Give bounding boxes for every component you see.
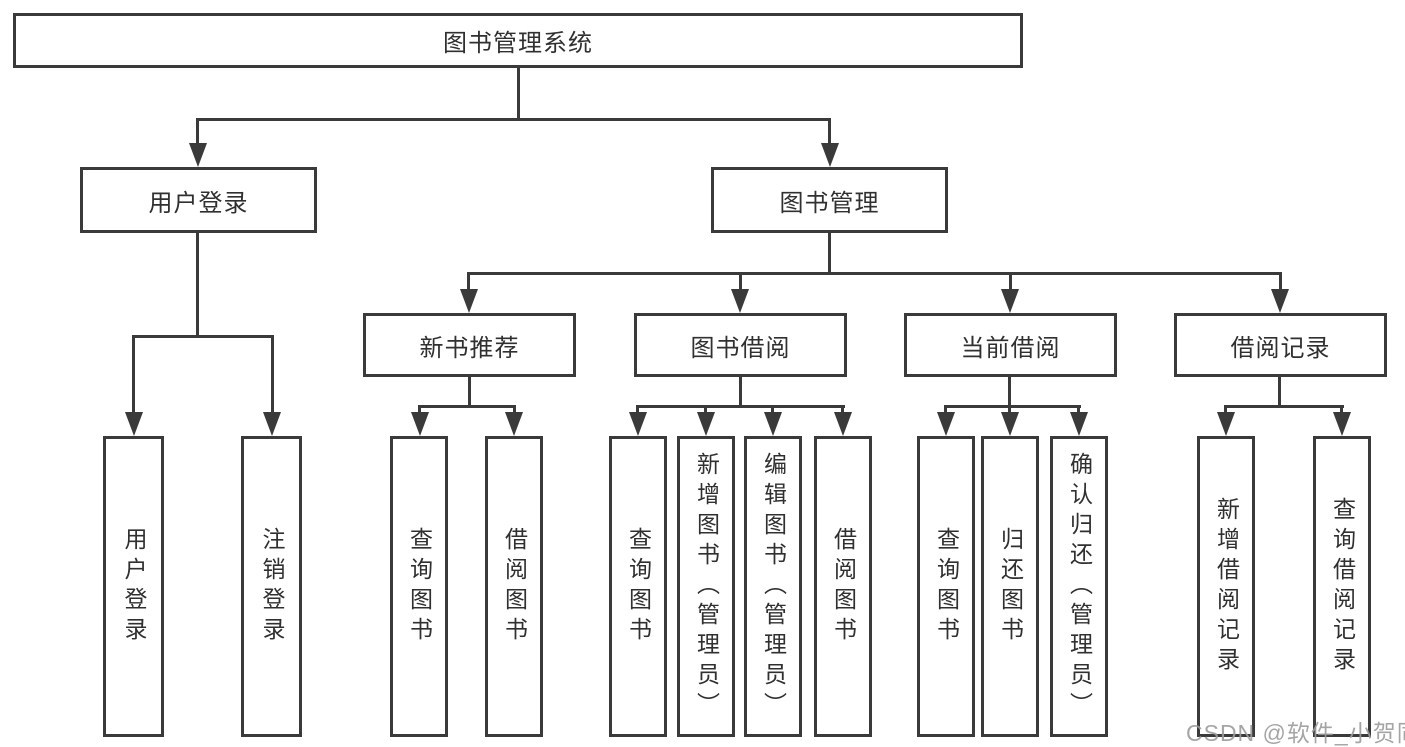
arrow-down-icon bbox=[1271, 289, 1289, 313]
node-logout: 注销登录 bbox=[241, 436, 302, 737]
node-user-login: 用户登录 bbox=[80, 167, 317, 233]
connector-line bbox=[739, 377, 742, 405]
connector-line bbox=[196, 233, 199, 335]
node-label: 新增图书（管理员） bbox=[693, 451, 720, 722]
node-label: 查询图书 bbox=[406, 526, 433, 647]
node-add-book-admin: 新增图书（管理员） bbox=[677, 436, 735, 737]
node-current-query-books: 查询图书 bbox=[917, 436, 975, 737]
connector-line bbox=[513, 405, 516, 414]
node-label: 借阅记录 bbox=[1230, 334, 1331, 362]
node-label: 当前借阅 bbox=[960, 334, 1061, 362]
connector-line bbox=[419, 405, 516, 408]
connector-line bbox=[739, 272, 742, 291]
connector-line bbox=[1278, 377, 1281, 405]
node-label: 新书推荐 bbox=[419, 334, 520, 362]
node-library-management-system: 图书管理系统 bbox=[13, 13, 1023, 68]
connector-line bbox=[1279, 272, 1282, 291]
node-label: 图书管理 bbox=[779, 189, 880, 217]
node-label: 归还图书 bbox=[997, 526, 1024, 647]
arrow-down-icon bbox=[1333, 412, 1351, 436]
connector-line bbox=[197, 118, 831, 121]
connector-line bbox=[1008, 405, 1011, 414]
node-label: 查询图书 bbox=[933, 526, 960, 647]
node-current-borrow: 当前借阅 bbox=[904, 313, 1117, 377]
node-new-book-recommend: 新书推荐 bbox=[363, 313, 576, 377]
node-label: 确认归还（管理员） bbox=[1066, 451, 1093, 722]
arrow-down-icon bbox=[834, 412, 852, 436]
arrow-down-icon bbox=[1001, 412, 1019, 436]
node-add-borrow-record: 新增借阅记录 bbox=[1197, 436, 1255, 737]
arrow-down-icon bbox=[125, 412, 143, 436]
node-confirm-return-admin: 确认归还（管理员） bbox=[1050, 436, 1108, 737]
node-edit-book-admin: 编辑图书（管理员） bbox=[744, 436, 802, 737]
node-label: 注销登录 bbox=[259, 526, 285, 647]
connector-line bbox=[271, 335, 274, 415]
connector-line bbox=[945, 405, 1081, 408]
arrow-down-icon bbox=[697, 412, 715, 436]
connector-line bbox=[1224, 405, 1227, 414]
connector-line bbox=[468, 272, 1282, 275]
node-label: 编辑图书（管理员） bbox=[760, 451, 787, 722]
arrow-down-icon bbox=[821, 143, 839, 167]
node-label: 用户登录 bbox=[148, 189, 249, 217]
connector-line bbox=[1225, 405, 1344, 408]
connector-line bbox=[467, 272, 470, 291]
connector-line bbox=[1077, 405, 1080, 414]
node-label: 用户登录 bbox=[121, 526, 147, 647]
connector-line bbox=[132, 335, 135, 415]
csdn-watermark: CSDN @软件_小贺同学 bbox=[1186, 720, 1405, 746]
connector-line bbox=[704, 405, 707, 414]
node-return-books: 归还图书 bbox=[981, 436, 1039, 737]
node-label: 借阅图书 bbox=[830, 526, 857, 647]
node-label: 新增借阅记录 bbox=[1213, 496, 1240, 677]
node-label: 图书管理系统 bbox=[443, 30, 593, 57]
arrow-down-icon bbox=[629, 412, 647, 436]
connector-line bbox=[468, 377, 471, 405]
connector-line bbox=[841, 405, 844, 414]
connector-line bbox=[1340, 405, 1343, 414]
node-label: 查询借阅记录 bbox=[1329, 496, 1356, 677]
connector-line bbox=[944, 405, 947, 414]
connector-line bbox=[828, 118, 831, 145]
node-user-login-leaf: 用户登录 bbox=[103, 436, 164, 737]
arrow-down-icon bbox=[411, 412, 429, 436]
arrow-down-icon bbox=[263, 412, 281, 436]
arrow-down-icon bbox=[764, 412, 782, 436]
connector-line bbox=[1008, 377, 1011, 405]
node-recommend-borrow-books: 借阅图书 bbox=[485, 436, 543, 737]
node-label: 图书借阅 bbox=[690, 334, 791, 362]
arrow-down-icon bbox=[1001, 289, 1019, 313]
node-book-borrow: 图书借阅 bbox=[634, 313, 847, 377]
connector-line bbox=[418, 405, 421, 414]
arrow-down-icon bbox=[937, 412, 955, 436]
arrow-down-icon bbox=[731, 289, 749, 313]
connector-line bbox=[517, 68, 520, 118]
arrow-down-icon bbox=[505, 412, 523, 436]
arrow-down-icon bbox=[1217, 412, 1235, 436]
connector-line bbox=[637, 405, 845, 408]
node-borrow-records: 借阅记录 bbox=[1174, 313, 1387, 377]
arrow-down-icon bbox=[460, 289, 478, 313]
connector-line bbox=[636, 405, 639, 414]
node-label: 查询图书 bbox=[625, 526, 652, 647]
connector-line bbox=[771, 405, 774, 414]
connector-line bbox=[133, 335, 274, 338]
node-label: 借阅图书 bbox=[501, 526, 528, 647]
node-query-borrow-record: 查询借阅记录 bbox=[1313, 436, 1371, 737]
arrow-down-icon bbox=[189, 143, 207, 167]
connector-line bbox=[828, 233, 831, 272]
connector-line bbox=[1009, 272, 1012, 291]
arrow-down-icon bbox=[1070, 412, 1088, 436]
connector-line bbox=[196, 118, 199, 145]
node-borrow-query-books: 查询图书 bbox=[609, 436, 667, 737]
node-borrow-books-leaf: 借阅图书 bbox=[814, 436, 872, 737]
node-recommend-query-books: 查询图书 bbox=[390, 436, 448, 737]
node-book-management: 图书管理 bbox=[711, 167, 948, 233]
